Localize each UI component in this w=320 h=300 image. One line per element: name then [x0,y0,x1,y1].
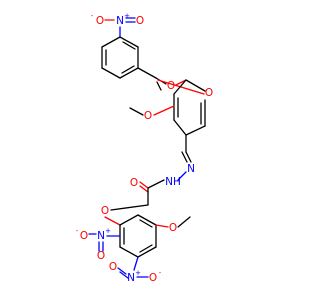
bond-ring1 [101,36,121,48]
atom-left-nitro-o-left: O [80,230,88,242]
atom-left-nitro-n: N [97,230,105,242]
bond-bottom-nitro-n-o-up [117,267,127,275]
atom-amide-o: O [130,177,138,189]
atom-ether-o: O [101,205,109,217]
charge-bottom-nitro-o-right: - [159,269,162,277]
atom-ester-carbonyl-o: O [205,87,213,99]
atom-top-nitro-n: N [116,15,124,27]
bond-ch-n [185,151,192,163]
bond-amide-co [139,181,149,189]
bond-ring3 [119,246,139,258]
bond-ring3 [137,246,157,258]
bond-ring3-methoxy-o [155,224,169,228]
bond-ether-o-ring3 [104,216,121,226]
atom-label-layer: O - N + O O O O N N H O O O - N + O O O … [76,12,213,284]
bond-ring3 [137,214,157,226]
bond-nh-c [147,179,165,189]
bond-ring3-inner [139,219,153,228]
bond-ring3-inner [139,244,153,253]
atom-bottom-nitro-o-right: O [149,272,157,284]
bond-ring1 [119,36,139,48]
atom-methoxy1-o: O [144,110,152,122]
bond-ring1-inner [122,41,136,50]
bond-carbonyl-o [157,79,205,95]
molecule-structure: O - N + O O O O N N H O O O - N + O O O … [76,12,213,284]
bond-methoxy2-ch3 [177,216,191,228]
charge-bottom-nitro-n: + [135,269,141,277]
atom-top-nitro-o-left: O [96,15,104,27]
bond-ring1 [119,67,139,79]
atom-bottom-nitro-o-up: O [109,261,117,273]
bond-ester-o-ring2 [175,79,187,86]
bond-amide-co-double [139,185,149,193]
bond-n-n [177,171,187,181]
atom-ester-o: O [167,80,175,92]
bond-ring1 [101,67,121,79]
bond-ring3-n-bottom [133,256,139,271]
charge-top-nitro-n: + [124,12,130,20]
bond-ring2-methoxy-o [153,105,175,116]
atom-hydrazone-nh-h: H [173,176,181,188]
bond-ring1-carbonyl [137,67,157,79]
bond-ring2 [185,125,206,136]
bond-carbonyl-double [156,81,162,91]
bond-ring1-inner [121,65,135,74]
bond-methoxy1-ch3 [129,107,144,116]
atom-hydrazone-n1: N [187,163,195,175]
atom-methoxy2-o: O [169,222,177,234]
bond-ring2 [173,119,187,136]
atom-top-nitro-o-right: O [136,15,144,27]
bond-ch2-o [110,204,149,211]
atom-left-nitro-o-down: O [97,250,105,262]
atom-bottom-nitro-n: N [127,272,135,284]
charge-top-nitro-o-left: - [91,12,94,20]
bond-layer [88,17,206,279]
charge-left-nitro-n: + [105,227,111,235]
bond-ring2 [185,79,206,92]
bond-bottom-nitro-n-o-up-double [119,271,129,279]
bond-ring2 [173,79,187,95]
bond-ch-n-double [181,151,188,163]
bond-ring3 [119,214,139,226]
charge-left-nitro-o-left: - [76,227,79,235]
atom-hydrazone-nh-n: N [165,176,173,188]
